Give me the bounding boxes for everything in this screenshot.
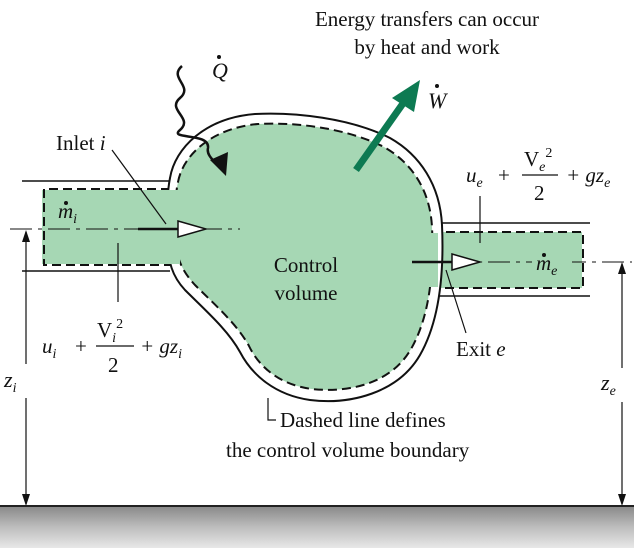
svg-text:ze: ze [600,370,616,399]
inlet-label: Inlet i [56,131,106,155]
control-volume-label-line-2: volume [275,281,338,305]
svg-text:Vi2: Vi2 [97,317,123,346]
svg-text:2: 2 [534,181,545,205]
control-volume [166,112,444,403]
heat-transfer-arrow [174,65,228,176]
z-inlet-label: zi [2,364,38,398]
boundary-leader [267,398,276,421]
title-line-1: Energy transfers can occur [315,7,539,31]
svg-text:zi: zi [3,367,17,396]
exit-leader [445,269,467,334]
inlet-energy-expression: ui + Vi2 2 + gzi [42,317,182,377]
svg-text:+ gze: + gze [566,163,610,191]
z-exit-label: ze [598,368,632,402]
svg-text:+: + [498,163,510,187]
mass-flow-in-label: mi [58,199,77,227]
boundary-note-line-2: the control volume boundary [226,438,470,462]
exit-flow-arrow [412,253,483,271]
svg-text:+ gzi: + gzi [140,334,182,362]
inlet-flow-arrow [138,220,209,238]
svg-text:W: W [428,88,448,113]
heat-symbol-label: Q [212,55,228,83]
ground-surface [0,506,634,548]
svg-text:mi: mi [58,199,77,227]
exit-label: Exit e [456,337,506,361]
svg-text:me: me [536,251,557,279]
svg-text:2: 2 [108,353,119,377]
inlet-pipe [22,180,170,272]
svg-text:ui: ui [42,334,57,362]
control-volume-label-line-1: Control [274,253,338,277]
svg-text:Q: Q [212,58,228,83]
work-arrow [353,80,420,173]
work-symbol-label: W [428,84,448,113]
title-line-2: by heat and work [354,35,500,59]
inlet-fluid [42,190,168,264]
svg-text:Ve2: Ve2 [524,146,552,175]
svg-text:ue: ue [466,163,483,191]
mass-flow-out-label: me [532,249,572,279]
boundary-note-line-1: Dashed line defines [280,408,446,432]
inlet-leader [111,149,167,225]
exit-energy-expression: ue + Ve2 2 + gze [466,146,610,205]
control-volume-boundary [174,122,434,391]
svg-text:+: + [75,334,87,358]
